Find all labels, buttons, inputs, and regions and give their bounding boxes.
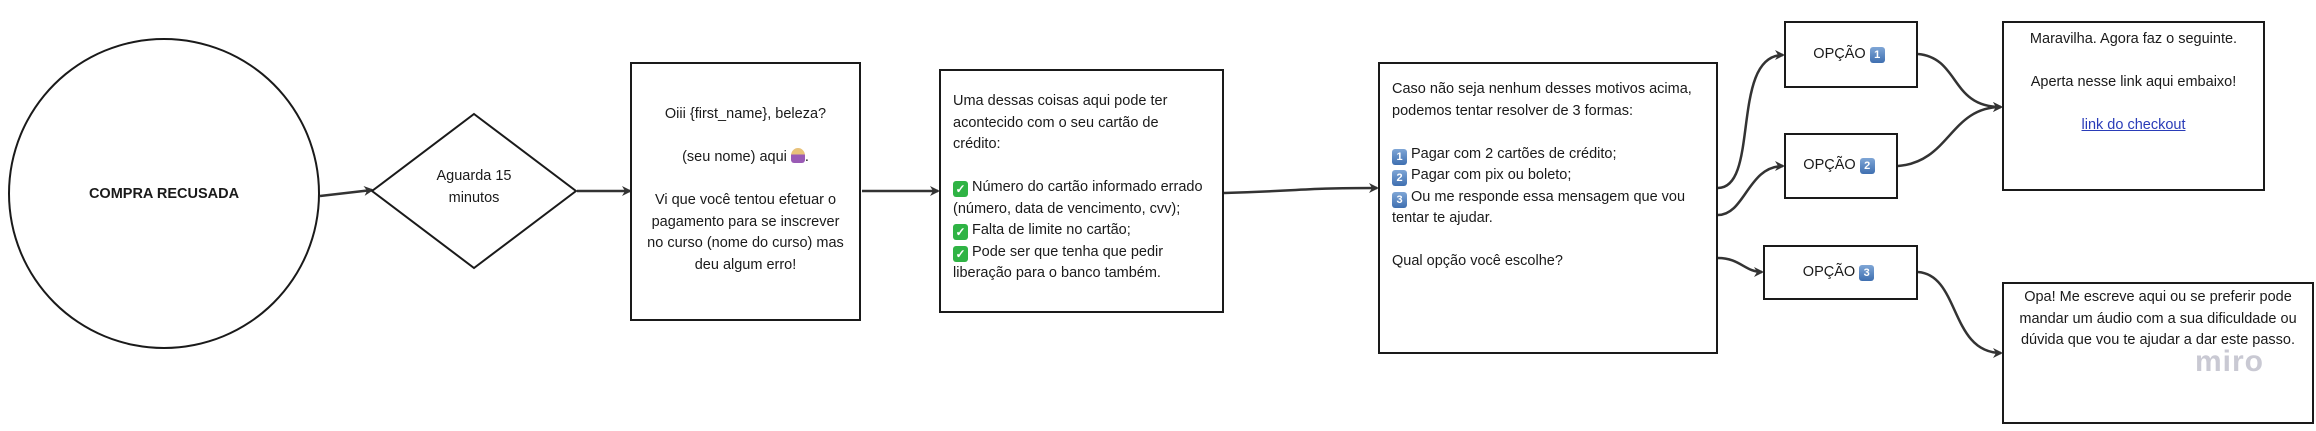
wait-diamond — [370, 112, 578, 270]
checkout-link[interactable]: link do checkout — [2081, 117, 2186, 133]
keycap-1-icon: 1 — [1392, 148, 1407, 165]
person-raising-hand-icon — [790, 148, 805, 163]
option-text: Ou me responde essa mensagem que vou ten… — [1392, 188, 1686, 227]
check-mark-icon: ✓ — [953, 224, 968, 240]
wait-label-line2: minutos — [448, 189, 500, 206]
keycap-3-icon: 3 — [1859, 264, 1875, 281]
greeting-line2: (seu nome) aqui — [682, 149, 787, 165]
wait-label-line1: Aguarda 15 — [436, 168, 512, 184]
edge-option3-to-help — [1917, 270, 2003, 358]
reason-item: ✓Falta de limite no cartão; — [953, 220, 1210, 242]
edge-option2-to-checkout — [1897, 102, 2003, 168]
greeting-line2-end: . — [804, 149, 809, 165]
edge-start-to-wait — [319, 185, 374, 198]
option1-node[interactable]: OPÇÃO 1 — [1784, 21, 1918, 88]
edge-options-to-option1 — [1717, 50, 1785, 190]
edge-reasons-to-options — [1223, 183, 1379, 195]
greeting-line3: Vi que você tentou efetuar o pagamento p… — [647, 192, 844, 273]
keycap-1-icon: 1 — [1869, 46, 1885, 63]
checkout-line1: Maravilha. Agora faz o seguinte. — [2029, 31, 2238, 47]
greeting-message-node[interactable]: Oiii {first_name}, beleza? (seu nome) aq… — [630, 62, 861, 321]
reasons-intro: Uma dessas coisas aqui pode ter aconteci… — [953, 93, 1168, 152]
options-message-node[interactable]: Caso não seja nenhum desses motivos acim… — [1378, 62, 1718, 354]
option-text: Pagar com pix ou boleto; — [1411, 167, 1572, 183]
checkout-message-node[interactable]: Maravilha. Agora faz o seguinte. Aperta … — [2002, 21, 2265, 191]
options-question: Qual opção você escolhe? — [1392, 253, 1563, 269]
reason-text: Falta de limite no cartão; — [972, 222, 1131, 238]
edge-option1-to-checkout — [1917, 52, 2003, 112]
checkout-line2: Aperta nesse link aqui embaixo! — [2030, 74, 2237, 90]
greeting-line2-wrap: (seu nome) aqui . — [642, 147, 849, 169]
keycap-2-icon: 2 — [1859, 158, 1875, 174]
help-message-node[interactable]: Opa! Me escreve aqui ou se preferir pode… — [2002, 282, 2314, 424]
reason-item: ✓Número do cartão informado errado (núme… — [953, 177, 1210, 220]
option3-node[interactable]: OPÇÃO 3 — [1763, 245, 1918, 300]
option2-label: OPÇÃO — [1803, 157, 1856, 174]
option1-label: OPÇÃO — [1813, 45, 1866, 62]
reasons-message-node[interactable]: Uma dessas coisas aqui pode ter aconteci… — [939, 69, 1224, 313]
start-node-compra-recusada[interactable]: COMPRA RECUSADA — [8, 38, 320, 349]
reason-text: Pode ser que tenha que pedir liberação p… — [953, 243, 1164, 282]
option3-label: OPÇÃO — [1802, 263, 1856, 280]
keycap-3-icon: 3 — [1392, 191, 1407, 208]
check-mark-icon: ✓ — [953, 181, 968, 197]
reason-text: Número do cartão informado errado (númer… — [953, 179, 1203, 217]
greeting-line1: Oiii {first_name}, beleza? — [664, 106, 827, 122]
wait-node[interactable]: Aguarda 15 minutos — [372, 166, 576, 209]
options-intro: Caso não seja nenhum desses motivos acim… — [1392, 81, 1692, 119]
help-text: Opa! Me escreve aqui ou se preferir pode… — [2019, 289, 2297, 348]
reason-item: ✓Pode ser que tenha que pedir liberação … — [953, 242, 1210, 285]
option2-node[interactable]: OPÇÃO 2 — [1784, 133, 1898, 199]
check-mark-icon: ✓ — [953, 245, 968, 262]
start-label: COMPRA RECUSADA — [88, 185, 240, 202]
edge-options-to-option2 — [1717, 161, 1785, 217]
miro-watermark: miro — [2195, 345, 2265, 378]
edge-options-to-option3 — [1717, 256, 1764, 277]
keycap-2-icon: 2 — [1392, 170, 1407, 186]
option-text: Pagar com 2 cartões de crédito; — [1411, 145, 1617, 162]
